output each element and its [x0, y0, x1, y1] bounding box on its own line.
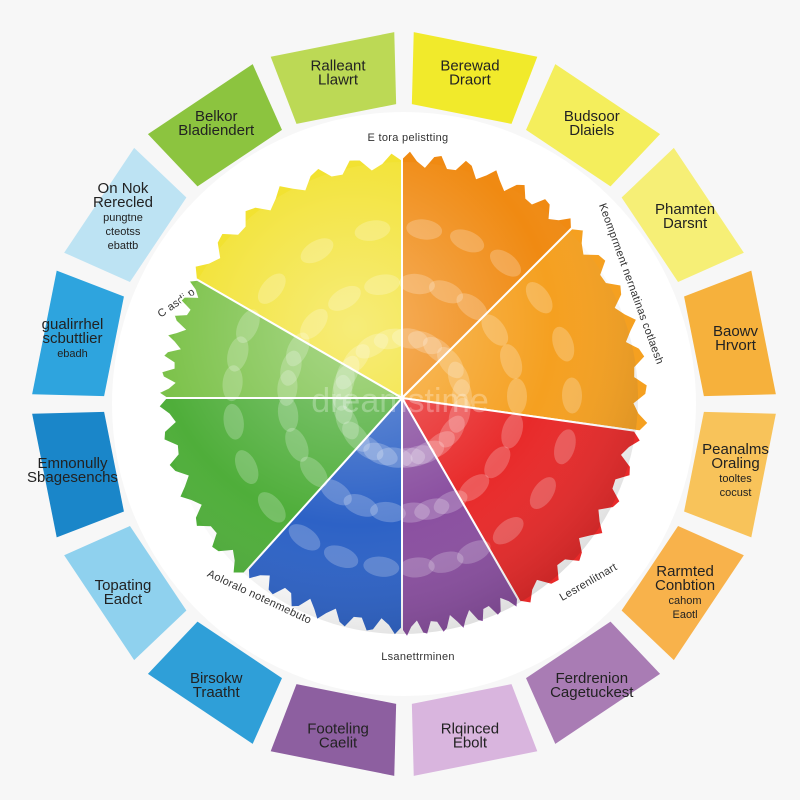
- segment-label: Berewad: [440, 57, 499, 74]
- segment-label: Ferdrenion: [556, 670, 629, 687]
- segment-tile: [32, 411, 124, 538]
- segment-tile: [684, 411, 776, 538]
- segment-label: Baowv: [713, 323, 759, 340]
- segment-label: cahom: [669, 595, 702, 607]
- outer-ring: BerewadDraortBudsoorDlaielsPhamtenDarsnt…: [27, 32, 776, 776]
- segment-label: Belkor: [195, 108, 238, 125]
- segment-label: cteotss: [106, 226, 141, 238]
- segment-tile: [270, 32, 397, 124]
- segment-label: Ebolt: [453, 735, 488, 752]
- segment-tile: [621, 147, 744, 282]
- segment-label: Budsoor: [564, 108, 620, 125]
- segment-label: gualirrhel: [42, 316, 104, 333]
- segment-label: scbuttlier: [42, 330, 102, 347]
- segment-label: On Nok: [98, 180, 149, 197]
- segment-label: Peanalms: [702, 441, 769, 458]
- segment-tile: [621, 526, 744, 661]
- segment-label: Rlqinced: [441, 721, 499, 738]
- segment-label: Eaotl: [672, 609, 697, 621]
- segment-tile: [684, 270, 776, 397]
- segment-tile: [526, 64, 661, 187]
- segment-label: cocust: [720, 487, 752, 499]
- segment-label: Traatht: [193, 684, 241, 701]
- segment-tile: [147, 621, 282, 744]
- segment-tile: [32, 270, 124, 397]
- segment-label: Rarmted: [656, 563, 714, 580]
- segment-tile: [147, 64, 282, 187]
- segment-label: Oraling: [711, 455, 759, 472]
- segment-label: Hrvort: [715, 337, 757, 354]
- segment-tile: [526, 621, 661, 744]
- segment-label: Llawrt: [318, 71, 359, 88]
- brain-gloss: [166, 162, 638, 634]
- segment-label: Caelit: [319, 735, 358, 752]
- segment-label: Bladiendert: [178, 122, 255, 139]
- segment-label: Footeling: [307, 721, 369, 738]
- segment-label: Phamten: [655, 201, 715, 218]
- ring-label-bottom: Lsanettrminen: [381, 651, 455, 663]
- segment-tile: [411, 684, 538, 776]
- segment-label: ebadh: [57, 348, 88, 360]
- segment-label: Ralleant: [311, 57, 367, 74]
- segment-label: Eadct: [104, 591, 143, 608]
- segment-label: ebattb: [108, 240, 139, 252]
- watermark: dreamstime: [311, 382, 489, 420]
- segment-label: tooltes: [719, 473, 752, 485]
- segment-label: Cagetuckest: [550, 684, 634, 701]
- segment-label: Conbtion: [655, 577, 715, 594]
- segment-tile: [270, 684, 397, 776]
- segment-tile: [411, 32, 538, 124]
- segment-label: Rerecled: [93, 194, 153, 211]
- segment-label: pungtne: [103, 212, 143, 224]
- segment-label: Dlaiels: [569, 122, 614, 139]
- ring-label-top: E tora pelistting: [368, 132, 449, 144]
- segment-label: Birsokw: [190, 670, 243, 687]
- segment-label: Sbagesenchs: [27, 469, 118, 486]
- segment-tile: [64, 526, 187, 661]
- segment-label: Darsnt: [663, 215, 708, 232]
- brain: [156, 148, 650, 640]
- segment-label: Emnonully: [37, 455, 108, 472]
- segment-label: Topating: [95, 577, 152, 594]
- segment-tile: [64, 147, 187, 282]
- segment-label: Draort: [449, 71, 492, 88]
